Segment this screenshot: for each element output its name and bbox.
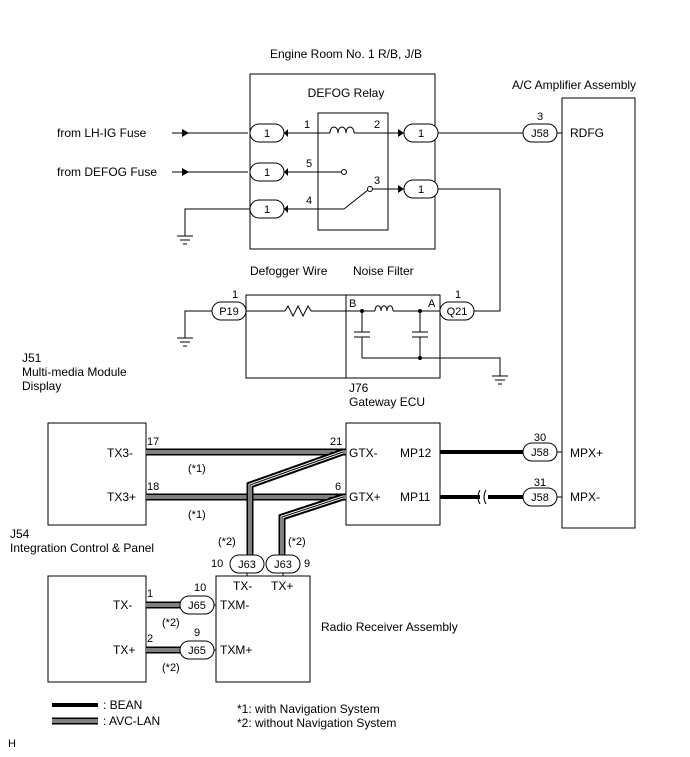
noise-filter-coil xyxy=(374,305,394,312)
multimedia-display-box xyxy=(47,422,147,526)
from-lhig-label: from LH-IG Fuse xyxy=(57,126,147,140)
pin-17: 17 xyxy=(147,436,159,448)
gateway-label: Gateway ECU xyxy=(349,395,425,409)
connector-j63-tx-minus-label: J63 xyxy=(238,559,256,571)
noise-filter-label: Noise Filter xyxy=(353,264,414,278)
connector-p19-label: P19 xyxy=(219,306,239,318)
note-star2-d: (*2) xyxy=(162,662,180,674)
noise-filter-a: A xyxy=(428,298,436,310)
gateway-ecu-box xyxy=(345,422,441,526)
pin-5-relay: 5 xyxy=(306,158,312,170)
tx-minus-radio-label: TX- xyxy=(233,579,252,593)
pin-1-p19: 1 xyxy=(232,289,238,301)
connector-1-out3-label: 1 xyxy=(418,184,424,196)
relay-block-title: Engine Room No. 1 R/B, J/B xyxy=(270,47,422,61)
rdfg-label: RDFG xyxy=(570,126,604,140)
mm-display-label-1: Multi-media Module xyxy=(22,365,127,379)
note-star2-c: (*2) xyxy=(162,617,180,629)
mm-display-label-2: Display xyxy=(22,379,61,393)
defog-relay-title: DEFOG Relay xyxy=(308,86,385,100)
note-star2-b: (*2) xyxy=(288,536,306,548)
noise-filter-b: B xyxy=(349,298,356,310)
connector-j58-mpx-minus-label: J58 xyxy=(531,492,549,504)
mpx-plus-label: MPX+ xyxy=(570,446,603,460)
connector-q21-label: Q21 xyxy=(447,306,468,318)
connector-j58-mpx-plus-label: J58 xyxy=(531,447,549,459)
pin-9-j65: 9 xyxy=(194,627,200,639)
j54-label: J54 xyxy=(10,527,30,541)
txm-minus-label: TXM- xyxy=(220,598,249,612)
note-star2-a: (*2) xyxy=(218,536,236,548)
pin-1-relay: 1 xyxy=(304,119,310,131)
note-2: *2: without Navigation System xyxy=(237,716,396,730)
legend-avc-label: : AVC-LAN xyxy=(103,714,160,728)
pin-2-panel: 2 xyxy=(147,633,153,645)
connector-j65-txm-minus-label: J65 xyxy=(188,600,206,612)
pin-3-relay: 3 xyxy=(374,175,380,187)
relay-block-box xyxy=(249,73,436,250)
pin-21: 21 xyxy=(330,436,342,448)
integration-panel-box xyxy=(47,575,147,683)
note-1: *1: with Navigation System xyxy=(237,702,380,716)
gtx-plus-label: GTX+ xyxy=(349,490,381,504)
tx-minus-panel-label: TX- xyxy=(113,598,132,612)
j76-label: J76 xyxy=(349,381,369,395)
corner-code: H xyxy=(8,738,16,750)
defogger-resistor xyxy=(284,304,312,318)
connector-j65-txm-plus-label: J65 xyxy=(188,645,206,657)
j51-label: J51 xyxy=(22,351,42,365)
connector-1-lhig-label: 1 xyxy=(264,128,270,140)
tx3-plus-label: TX3+ xyxy=(107,490,136,504)
mpx-minus-label: MPX- xyxy=(570,490,600,504)
ac-amplifier-title: A/C Amplifier Assembly xyxy=(512,78,636,92)
pin-2-relay: 2 xyxy=(374,119,380,131)
pin-3-j58: 3 xyxy=(537,111,543,123)
mp11-label: MP11 xyxy=(400,490,431,504)
relay-switch xyxy=(343,189,369,210)
txm-plus-label: TXM+ xyxy=(220,643,252,657)
connector-j58-rdfg-label: J58 xyxy=(531,128,549,140)
defogger-wire-label: Defogger Wire xyxy=(250,264,328,278)
ac-amplifier-box xyxy=(561,97,636,529)
pin-4-relay: 4 xyxy=(306,195,312,207)
pin-30: 30 xyxy=(534,432,546,444)
ground-symbol-3 xyxy=(492,375,508,385)
tx-plus-panel-label: TX+ xyxy=(113,643,135,657)
pin-10-j63: 10 xyxy=(211,558,223,570)
note-star1-b: (*1) xyxy=(188,509,206,521)
pin-6: 6 xyxy=(335,481,341,493)
integration-label: Integration Control & Panel xyxy=(10,541,154,555)
tx-plus-radio-label: TX+ xyxy=(271,579,293,593)
tx3-minus-label: TX3- xyxy=(107,446,133,460)
pin-31: 31 xyxy=(534,477,546,489)
avc-lan-branch-tx-plus xyxy=(278,493,345,555)
defogger-box xyxy=(245,294,347,379)
connector-1-defog-label: 1 xyxy=(264,167,270,179)
pin-10-j65: 10 xyxy=(194,582,206,594)
ground-symbol-1 xyxy=(177,235,193,245)
radio-receiver-label: Radio Receiver Assembly xyxy=(321,620,458,634)
avc-lan-branch-tx-minus xyxy=(246,448,345,555)
mp12-label: MP12 xyxy=(400,446,432,460)
pin-18: 18 xyxy=(147,481,159,493)
connector-1-out2-label: 1 xyxy=(418,128,424,140)
pin-1-q21: 1 xyxy=(455,289,461,301)
from-defog-label: from DEFOG Fuse xyxy=(57,165,157,179)
relay-coil xyxy=(329,126,355,134)
legend-bean-label: : BEAN xyxy=(103,698,142,712)
noise-filter-box xyxy=(345,294,441,379)
pin-1-panel: 1 xyxy=(147,588,153,600)
connector-1-ground-label: 1 xyxy=(264,204,270,216)
ground-symbol-2 xyxy=(177,337,193,347)
pin-9-j63: 9 xyxy=(304,558,310,570)
note-star1-a: (*1) xyxy=(188,463,206,475)
radio-receiver-box xyxy=(215,575,311,683)
connector-j63-tx-plus-label: J63 xyxy=(274,559,292,571)
gtx-minus-label: GTX- xyxy=(349,446,378,460)
